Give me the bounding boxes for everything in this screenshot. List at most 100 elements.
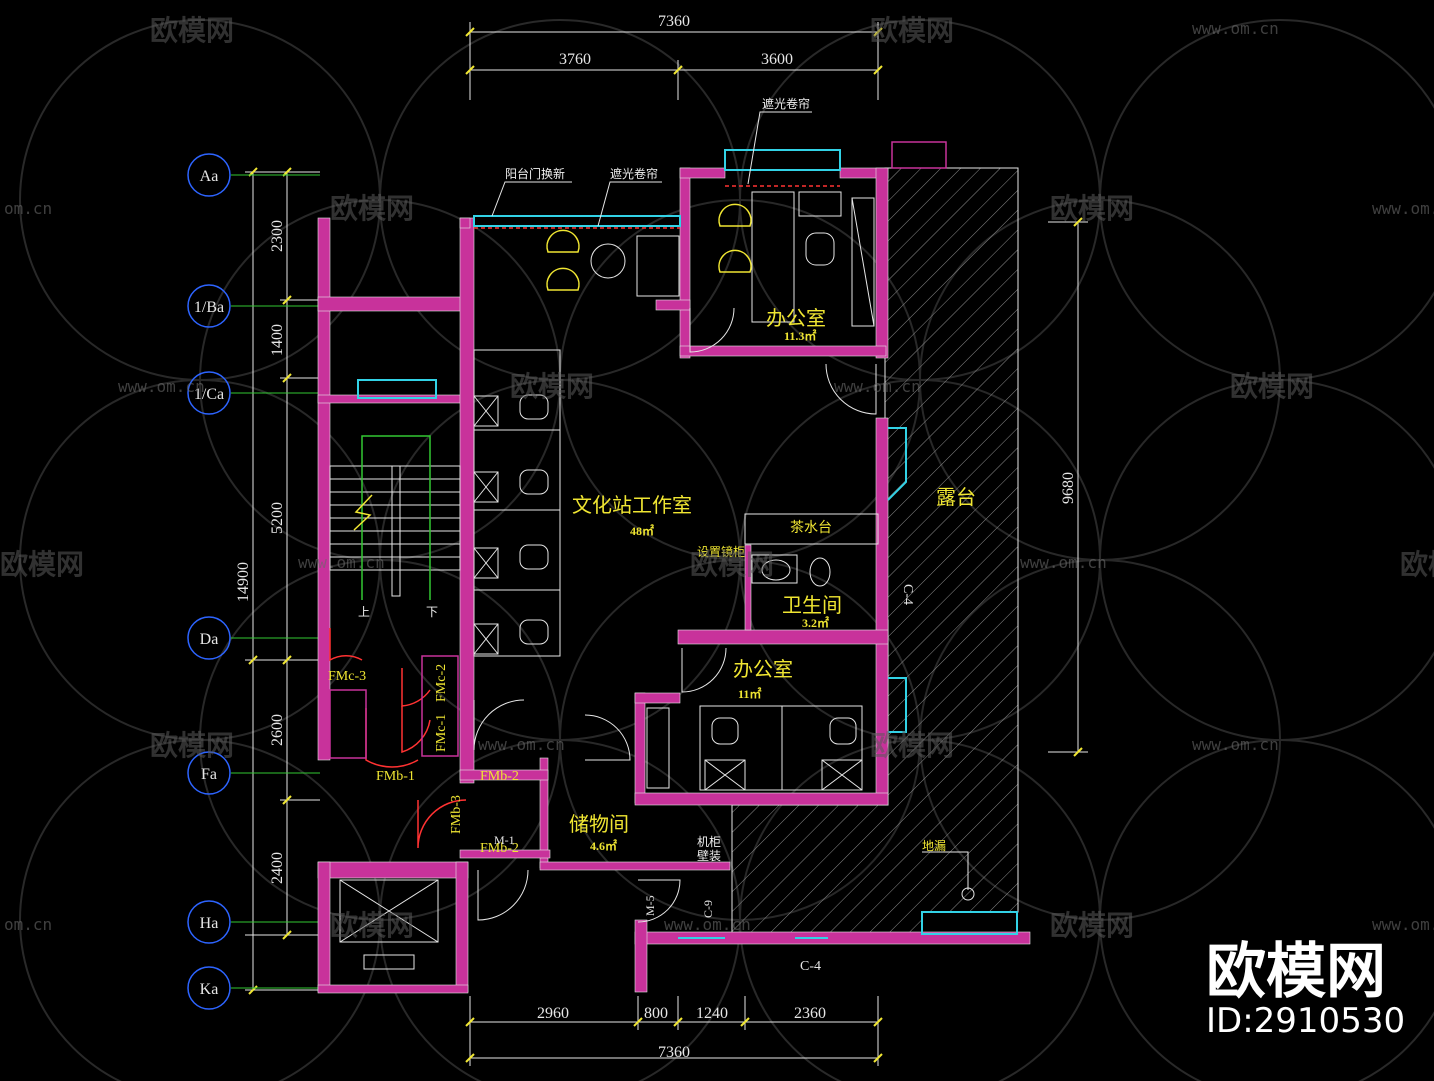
- walls: [317, 167, 1031, 994]
- watermark-brand: 欧模网: [870, 14, 954, 47]
- grid-axis-bubbles: [187, 153, 231, 1010]
- elevator: [339, 879, 439, 970]
- stair: [329, 465, 461, 597]
- watermark-url: www.om.cn: [118, 377, 205, 396]
- room-label-office-top: 办公室: [766, 306, 826, 330]
- grid-axis-lines: [231, 174, 320, 989]
- watermark-brand: 欧模网: [870, 729, 954, 762]
- watermark-brand: 欧模网: [1050, 192, 1134, 225]
- door-swings: [473, 307, 877, 923]
- dimension-ticks-right: [1073, 217, 1083, 757]
- dimension-lines-top: [469, 22, 879, 100]
- stair-up-label: 上: [358, 605, 370, 619]
- grid-label-1ba: 1/Ba: [194, 299, 224, 316]
- watermark-url: www.om.cn: [478, 735, 565, 754]
- dim-bottom-4: 2360: [794, 1005, 826, 1022]
- watermarks: 欧模网 欧模网 欧模网 欧模网 欧模网 欧模网 欧模网 欧模网 欧模网 欧模网 …: [0, 14, 1434, 942]
- door-tag-fmc3: FMc-3: [328, 669, 366, 684]
- room-label-tea: 茶水台: [790, 520, 832, 536]
- watermark-brand: 欧模网: [330, 192, 414, 225]
- watermark-url: www.om.cn: [834, 377, 921, 396]
- fire-door-frames: [329, 655, 459, 759]
- door-tag-fmb2a: FMb-2: [480, 769, 519, 784]
- dim-left-3: 5200: [269, 502, 286, 534]
- door-tag-fmb1: FMb-1: [376, 769, 415, 784]
- dimension-ticks-bottom: [465, 1017, 883, 1063]
- watermark-url: www.om.cn: [1020, 553, 1107, 572]
- grid-label-ka: Ka: [200, 981, 219, 998]
- dim-left-2: 1400: [269, 324, 286, 356]
- note-balcony-door: 阳台门换新: [505, 166, 565, 181]
- watermark-url: www.om.cn: [1372, 915, 1434, 934]
- watermark-brand: 欧模网: [690, 548, 774, 581]
- workstation-chairs: [473, 232, 863, 791]
- dim-left-5: 2400: [269, 852, 286, 884]
- note-washbasin: 设置镜柜: [697, 544, 745, 559]
- room-label-toilet: 卫生间: [782, 593, 842, 617]
- watermark-brand: 欧模网: [0, 548, 84, 581]
- door-tag-m5: M-5: [643, 895, 657, 916]
- grid-label-fa: Fa: [201, 766, 217, 783]
- dimension-ticks-left: [248, 167, 292, 995]
- door-tag-fmc1: FMc-1: [434, 714, 449, 752]
- room-area-office-mid: 11㎡: [738, 686, 761, 701]
- note-drain: 地漏: [922, 839, 946, 853]
- toilet-fixture: [751, 554, 798, 584]
- dimension-lines-right: [1048, 221, 1088, 753]
- watermark-brand: 欧模网: [1230, 370, 1314, 403]
- watermark-brand: 欧模网: [330, 909, 414, 942]
- watermark-brand: 欧模网: [1050, 909, 1134, 942]
- grid-label-da: Da: [200, 631, 219, 648]
- watermark-url: www.om.cn: [664, 915, 751, 934]
- note-cabinet-2: 壁装: [697, 848, 721, 863]
- room-area-office-top: 11.3㎡: [784, 328, 816, 343]
- dim-bottom-total: 7360: [658, 1044, 690, 1061]
- leader-lines: [491, 111, 975, 901]
- dim-top-left: 3760: [559, 51, 591, 68]
- door-tag-c4a: C-4: [800, 959, 821, 974]
- room-area-storage: 4.6㎡: [590, 838, 617, 853]
- watermark-url: www.om.cn: [1192, 19, 1279, 38]
- door-tag-fmc2: FMc-2: [434, 664, 449, 702]
- watermark-brand: 欧模网: [150, 14, 234, 47]
- door-tag-fmb2b: FMb-2: [480, 841, 519, 856]
- watermark-url: www.om.cn: [298, 553, 385, 572]
- dimension-ticks-top: [465, 27, 883, 75]
- note-blind-1: 遮光卷帘: [610, 166, 658, 181]
- grid-label-ha: Ha: [200, 915, 219, 932]
- watermark-url: om.cn: [4, 915, 52, 934]
- dim-bottom-3: 1240: [696, 1005, 728, 1022]
- furniture: [473, 191, 879, 791]
- watermark-brand: 欧模网: [150, 729, 234, 762]
- grid-label-1ca: 1/Ca: [194, 386, 224, 403]
- dimension-lines-bottom: [469, 996, 879, 1066]
- room-area-toilet: 3.2㎡: [802, 615, 829, 630]
- chairs: [546, 203, 752, 291]
- door-tag-m1: M-1: [494, 833, 515, 847]
- brand-corner-id: ID:2910530: [1206, 1001, 1405, 1041]
- dim-bottom-1: 2960: [537, 1005, 569, 1022]
- stair-down-label: 下: [426, 605, 438, 619]
- windows: [357, 149, 1018, 939]
- grid-label-aa: Aa: [200, 168, 219, 185]
- watermark-brand: 欧模网: [510, 370, 594, 403]
- watermark-brand: 欧模网: [1400, 548, 1434, 581]
- fire-door-swings: [329, 628, 467, 849]
- blind-lines: [474, 185, 840, 229]
- watermark-url: om.cn: [4, 199, 52, 218]
- dim-top-right: 3600: [761, 51, 793, 68]
- room-label-terrace: 露台: [936, 485, 976, 509]
- watermark-url: www.om.cn: [1192, 735, 1279, 754]
- stair-arrows: [353, 435, 431, 600]
- note-blind-2: 遮光卷帘: [762, 96, 810, 111]
- brand-corner-name: 欧模网: [1206, 937, 1386, 1007]
- dim-left-4: 2600: [269, 714, 286, 746]
- watermark-url: www.om.cn: [1372, 199, 1434, 218]
- room-label-workroom: 文化站工作室: [572, 493, 692, 517]
- note-cabinet-1: 机柜: [697, 835, 721, 849]
- dim-bottom-2: 800: [644, 1005, 668, 1022]
- dim-top-total: 7360: [658, 13, 690, 30]
- dim-left-1: 2300: [269, 220, 286, 252]
- door-tag-c9: C-9: [701, 900, 715, 918]
